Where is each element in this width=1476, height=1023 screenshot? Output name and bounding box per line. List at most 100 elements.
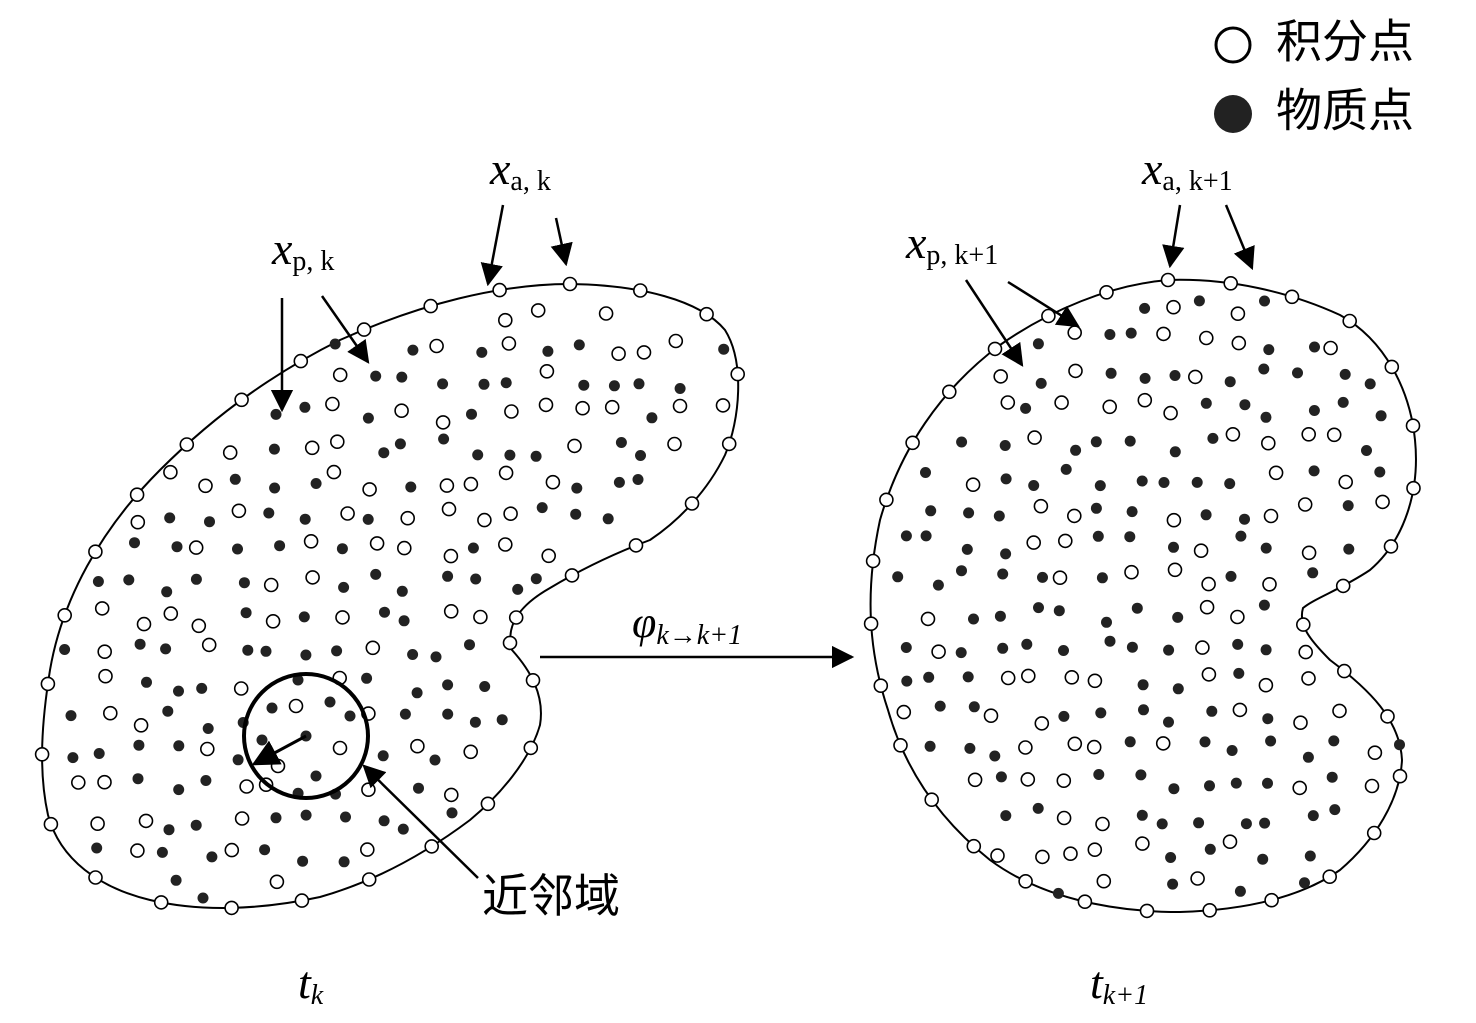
neighborhood-point — [310, 770, 322, 782]
material-or-integration-point — [1172, 683, 1184, 695]
material-or-integration-point — [300, 649, 312, 661]
integration-point — [293, 353, 309, 369]
material-or-integration-point — [964, 742, 976, 754]
material-or-integration-point — [1190, 871, 1205, 886]
material-or-integration-point — [968, 613, 979, 625]
material-or-integration-point — [1052, 570, 1068, 586]
material-or-integration-point — [232, 754, 244, 766]
neighborhood-label-arrow — [362, 764, 479, 879]
material-or-integration-point — [239, 779, 254, 794]
material-or-integration-point — [1293, 715, 1308, 731]
left-time-label-main: t — [298, 957, 312, 1008]
material-or-integration-point — [1222, 834, 1238, 850]
material-or-integration-point — [924, 740, 936, 752]
material-or-integration-point — [1234, 885, 1246, 897]
material-or-integration-point — [955, 647, 967, 659]
material-or-integration-point — [1230, 777, 1242, 789]
material-or-integration-point — [1027, 430, 1042, 445]
integration-point — [873, 678, 889, 694]
material-or-integration-point — [103, 705, 118, 721]
material-or-integration-point — [222, 445, 238, 460]
left-time-label: tk — [298, 957, 324, 1011]
material-or-integration-point — [497, 537, 513, 552]
material-or-integration-point — [1375, 494, 1390, 510]
material-or-integration-point — [500, 377, 512, 389]
material-or-integration-point — [442, 679, 454, 691]
material-or-integration-point — [65, 710, 77, 722]
material-or-integration-point — [1259, 817, 1271, 829]
material-or-integration-point — [361, 782, 376, 798]
material-or-integration-point — [530, 573, 542, 585]
material-or-integration-point — [1207, 432, 1219, 444]
material-or-integration-point — [1131, 602, 1143, 614]
material-or-integration-point — [1307, 810, 1319, 822]
material-or-integration-point — [542, 345, 554, 357]
material-or-integration-point — [1263, 344, 1275, 356]
material-or-integration-point — [1224, 478, 1236, 490]
material-or-integration-point — [400, 510, 416, 526]
material-or-integration-point — [497, 312, 513, 328]
material-or-integration-point — [1191, 476, 1203, 488]
material-or-integration-point — [466, 408, 477, 420]
material-or-integration-point — [91, 842, 103, 854]
material-or-integration-point — [464, 639, 475, 651]
integration-point — [1337, 663, 1352, 679]
integration-point — [1160, 272, 1176, 288]
material-or-integration-point — [956, 565, 967, 577]
material-or-integration-point — [896, 704, 912, 720]
material-or-integration-point — [1328, 735, 1340, 747]
mapping-symbol: φ — [632, 598, 656, 647]
material-or-integration-point — [90, 816, 105, 832]
material-or-integration-point — [961, 543, 973, 555]
material-or-integration-point — [399, 708, 411, 720]
material-or-integration-point — [362, 412, 374, 424]
right-time-label-sub: k+1 — [1103, 980, 1148, 1011]
material-or-integration-point — [900, 642, 912, 653]
material-or-integration-point — [310, 478, 322, 489]
material-or-integration-point — [1231, 335, 1247, 351]
material-or-integration-point — [463, 476, 479, 492]
material-or-integration-point — [1105, 367, 1117, 379]
material-or-integration-point — [1298, 644, 1313, 660]
material-or-integration-point — [269, 874, 285, 890]
material-or-integration-point — [611, 346, 626, 362]
material-or-integration-point — [1193, 295, 1205, 307]
material-or-integration-point — [1199, 330, 1214, 346]
right-material-label: xp, k+1 — [905, 217, 998, 271]
material-or-integration-point — [1166, 512, 1182, 528]
material-or-integration-point — [336, 543, 348, 555]
material-or-integration-point — [1225, 570, 1237, 582]
material-or-integration-point — [297, 855, 309, 867]
right-time-label-main: t — [1090, 957, 1104, 1008]
svg-text:tk: tk — [298, 957, 324, 1011]
material-or-integration-point — [1307, 567, 1319, 579]
integration-point — [684, 496, 700, 511]
material-or-integration-point — [1096, 873, 1112, 889]
material-or-integration-point — [1309, 341, 1320, 353]
material-or-integration-point — [530, 450, 542, 462]
material-or-integration-point — [132, 773, 144, 785]
material-or-integration-point — [206, 851, 218, 863]
material-or-integration-point — [1326, 771, 1338, 783]
material-or-integration-point — [932, 579, 944, 591]
material-or-integration-point — [396, 585, 408, 597]
material-or-integration-point — [377, 750, 389, 762]
material-or-integration-point — [1326, 427, 1342, 443]
material-or-integration-point — [1058, 645, 1069, 656]
right-boundary-label: xa, k+1 — [1141, 143, 1233, 197]
material-or-integration-point — [479, 681, 491, 692]
material-or-integration-point — [1240, 818, 1252, 830]
material-or-integration-point — [1139, 302, 1151, 314]
integration-point — [879, 492, 894, 508]
material-or-integration-point — [1263, 508, 1279, 524]
material-or-integration-point — [646, 412, 658, 424]
material-or-integration-point — [1172, 611, 1184, 623]
material-or-integration-point — [575, 400, 590, 416]
legend-material-point-icon — [1214, 95, 1252, 133]
material-or-integration-point — [1037, 571, 1048, 583]
material-or-integration-point — [512, 583, 524, 595]
material-or-integration-point — [204, 516, 215, 528]
material-or-integration-point — [995, 771, 1007, 783]
material-or-integration-point — [1342, 500, 1354, 512]
material-or-integration-point — [504, 449, 516, 461]
